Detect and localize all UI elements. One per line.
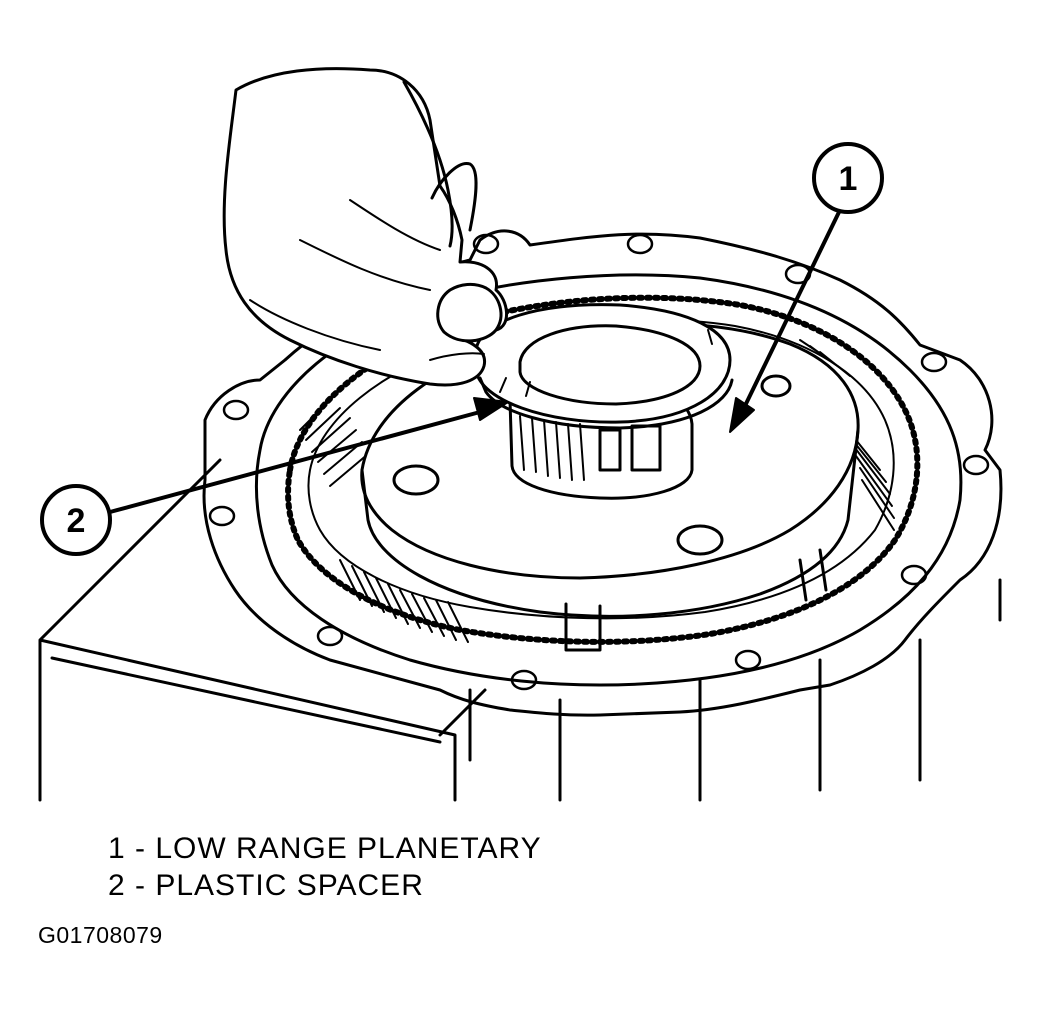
transfer-case-housing — [38, 458, 1002, 802]
plastic-spacer — [474, 303, 734, 430]
flange-bolt-holes — [208, 233, 990, 691]
callout-number-2: 2 — [67, 502, 86, 540]
callout-number-1: 1 — [839, 160, 858, 198]
legend-item-1: 1 - LOW RANGE PLANETARY — [108, 832, 542, 865]
callout-leader-1 — [740, 208, 842, 414]
planet-gear-teeth — [299, 339, 895, 643]
callout-circle-1 — [812, 142, 884, 214]
callout-arrowhead-1 — [729, 397, 755, 433]
callout-leader-2 — [108, 410, 482, 514]
legend-item-2: 2 - PLASTIC SPACER — [108, 869, 424, 902]
housing-flange — [202, 229, 1003, 717]
figure-id: G01708079 — [38, 922, 163, 948]
callout-circle-2 — [40, 484, 112, 556]
technician-hand — [222, 67, 508, 387]
callout-arrowhead-2 — [473, 397, 509, 421]
